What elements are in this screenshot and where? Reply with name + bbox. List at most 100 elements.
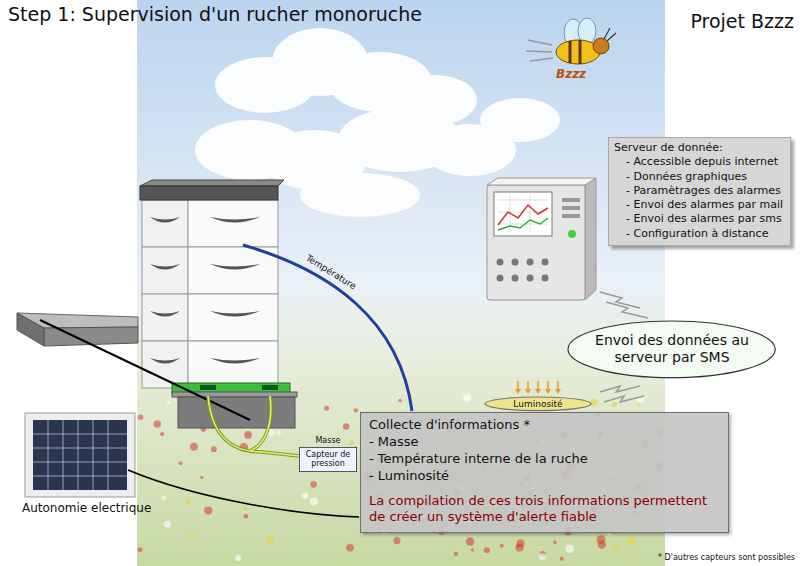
hive-part [140, 180, 284, 186]
node-heading: Collecte d'informations * [369, 417, 719, 434]
node-text: - Paramètrages des alarmes [614, 184, 783, 198]
flower-field-part [484, 547, 490, 553]
weight-wire-part [250, 396, 271, 451]
node-heading: Serveur de donnée: [614, 141, 783, 155]
flower-field-part [243, 514, 248, 519]
hive-part-part [142, 294, 188, 341]
flower-field-part [463, 394, 471, 402]
hive-part-part [210, 358, 260, 364]
temperature-wire [243, 245, 412, 411]
server-icon-part-part [542, 275, 549, 282]
light-arrows-part [555, 389, 561, 394]
light-arrows-part [557, 381, 559, 390]
hive-part-part [188, 341, 278, 388]
node-text: - Accessible depuis internet [614, 155, 783, 169]
bee-logo-part [593, 38, 609, 54]
flower-field-part [185, 499, 190, 504]
flower-field-part [302, 493, 308, 499]
text-block: Envoi des données au serveur par SMS [589, 332, 754, 366]
flower-field-part [266, 535, 274, 543]
flower-field-part [343, 423, 350, 430]
project-name: Projet Bzzz [690, 10, 794, 32]
clouds-part [480, 98, 560, 142]
flower-field-part [138, 414, 143, 419]
server-icon-part [494, 192, 552, 236]
node-text: - Luminosité [369, 468, 719, 485]
node-text: - Données graphiques [614, 170, 783, 184]
footnote: * D'autres capteurs sont possibles [658, 553, 795, 562]
light-sensor: Luminosité [484, 396, 592, 412]
hive-part [200, 385, 216, 390]
hive-part-part [150, 264, 180, 270]
flower-field-part [244, 431, 252, 439]
flower-field-part [324, 406, 329, 411]
hive-part [140, 186, 278, 200]
flower-field-part [393, 537, 400, 544]
server-icon-part-part [527, 275, 534, 282]
server-icon-part-part [512, 275, 519, 282]
node-text: - Envoi des alarmes par sms [614, 212, 783, 226]
node-text: - Configuration à distance [614, 227, 783, 241]
flower-field-part [204, 506, 212, 514]
flower-field-part [138, 547, 143, 552]
server-icon-part [487, 178, 596, 185]
light-arrows-part [537, 381, 539, 390]
solar-panel [25, 413, 135, 497]
hive-part [17, 313, 44, 346]
hive-part-part [188, 247, 278, 294]
flower-field-part [235, 555, 241, 561]
node-heading: Luminosité [513, 399, 562, 409]
node-text: Capteur de pression [302, 450, 354, 469]
flower-field-part [190, 534, 195, 539]
flower-field-part [243, 506, 247, 510]
flower-field-part [179, 461, 183, 465]
flower-field-part [200, 476, 203, 479]
radio-waves-part [604, 396, 644, 402]
hive-part-part [188, 294, 278, 341]
server-icon-part [562, 214, 580, 218]
sensor-box: Capteur de pression [299, 447, 357, 472]
flower-field-part [613, 545, 618, 550]
flower-field-part [553, 541, 557, 545]
flower-field-part [612, 402, 617, 407]
server-icon-part [497, 259, 549, 282]
bee-logo-part [528, 40, 552, 45]
clouds-part [300, 173, 420, 217]
hive-part-part [210, 217, 260, 223]
bee-logo [526, 18, 616, 64]
server-icon-part-part [497, 275, 504, 282]
server-icon-part-part [542, 259, 549, 266]
server-icon-part [487, 185, 585, 300]
weight-wire-part [250, 396, 271, 451]
server-icon-part [498, 196, 548, 232]
text-block: Luminosité [513, 399, 562, 409]
hive-part-part [142, 200, 188, 247]
flower-field-part [349, 440, 354, 445]
bee-logo-part [604, 28, 616, 41]
flower-field-part [167, 401, 171, 405]
hive-part-part [210, 264, 260, 270]
bee-logo-part [526, 51, 552, 52]
flower-field-part [637, 403, 640, 406]
flower-field-part [154, 420, 162, 428]
flower-field-part [211, 446, 217, 452]
server-icon-part [568, 230, 576, 238]
radio-waves-part [600, 386, 640, 392]
flower-field-part [500, 544, 504, 548]
ellipse-shape [568, 321, 775, 378]
flower-field-part [560, 557, 564, 561]
flower-field-part [627, 537, 636, 546]
server-icon-part [562, 206, 580, 210]
solar-panel-part [33, 420, 127, 490]
server-info-box: Serveur de donnée:- Accessible depuis in… [608, 137, 791, 246]
power-wire [128, 470, 359, 517]
panel-label: Autonomie electrique [22, 501, 151, 515]
hive [17, 180, 297, 428]
flower-field-part [310, 497, 318, 505]
solar-panel-part [25, 413, 135, 497]
flower-field-part [454, 552, 458, 556]
wire-label: Température [304, 253, 358, 292]
server-icon [487, 178, 596, 300]
node-text: - Température interne de la ruche [369, 451, 719, 468]
